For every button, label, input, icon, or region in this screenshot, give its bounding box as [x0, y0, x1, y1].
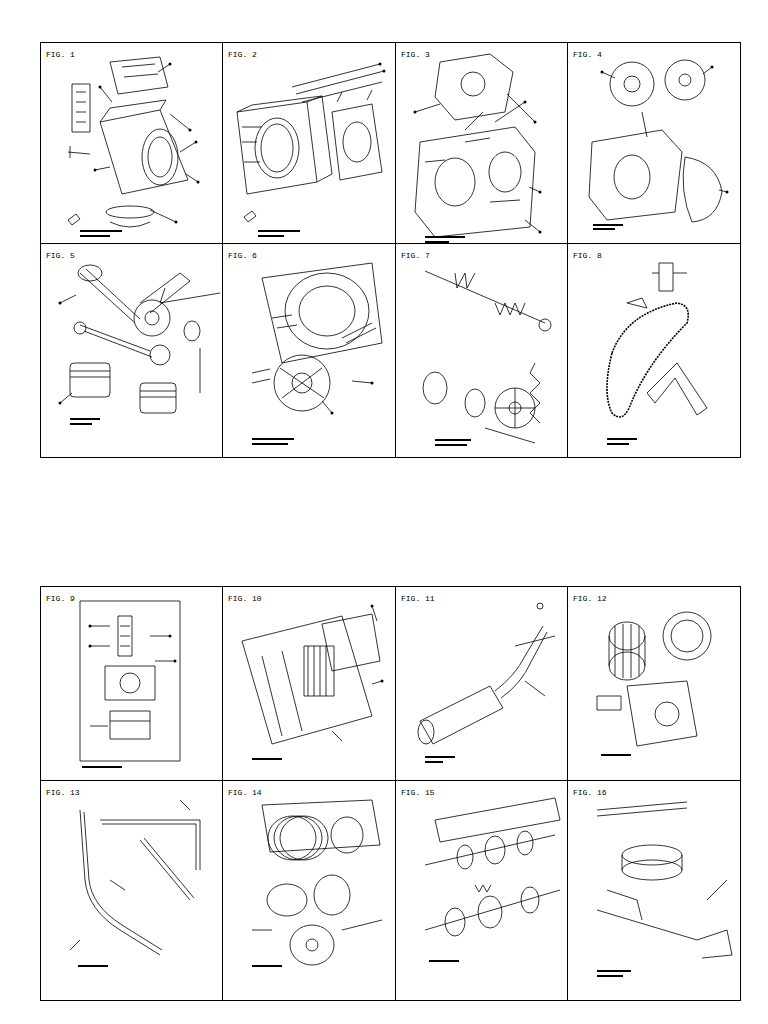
figure-number: FIG. 10 [227, 594, 263, 603]
figure-cell: FIG. 2 [222, 42, 396, 244]
figure-cell: FIG. 16 [567, 780, 741, 1001]
figure-cell: FIG. 10 [222, 586, 396, 781]
figure-cell: FIG. 1 [40, 42, 223, 244]
figure-number: FIG. 3 [400, 50, 431, 59]
hose-view [70, 800, 200, 967]
figure-cell: FIG. 15 [395, 780, 568, 1001]
cam-chain-view [607, 263, 707, 445]
muffler-view [418, 603, 555, 763]
figure-cell: FIG. 14 [222, 780, 396, 1001]
figure-cell: FIG. 12 [567, 586, 741, 781]
crankcase-view [414, 54, 542, 243]
figure-cell: FIG. 6 [222, 243, 396, 458]
figure-number: FIG. 8 [572, 251, 603, 260]
figure-number: FIG. 2 [227, 50, 258, 59]
crankshaft-piston-view [59, 265, 221, 425]
figure-cell: FIG. 7 [395, 243, 568, 458]
figure-cell: FIG. 9 [40, 586, 223, 781]
cylinder-view [237, 63, 386, 238]
figure-cell: FIG. 4 [567, 42, 741, 244]
figure-cell: FIG. 13 [40, 780, 223, 1001]
clutch-view [252, 800, 382, 967]
magneto-view [252, 263, 382, 445]
figure-number: FIG. 16 [572, 788, 608, 797]
camshaft-valve-view [423, 271, 551, 446]
figure-number: FIG. 11 [400, 594, 436, 603]
gearshift-kick-view [597, 802, 732, 977]
figure-number: FIG. 4 [572, 50, 603, 59]
cylinder-head-view [68, 57, 200, 237]
figure-number: FIG. 13 [45, 788, 81, 797]
figure-cell: FIG. 8 [567, 243, 741, 458]
carburetor-view [80, 601, 180, 768]
transmission-view [425, 798, 560, 962]
figure-number: FIG. 7 [400, 251, 431, 260]
oil-filter-view [597, 612, 711, 756]
figure-number: FIG. 9 [45, 594, 76, 603]
side-cover-view [589, 60, 729, 230]
figure-cell: FIG. 11 [395, 586, 568, 781]
figure-number: FIG. 6 [227, 251, 258, 260]
figure-number: FIG. 12 [572, 594, 608, 603]
figure-cell: FIG. 3 [395, 42, 568, 244]
figure-number: FIG. 5 [45, 251, 76, 260]
air-cleaner-view [242, 605, 384, 761]
figure-number: FIG. 1 [45, 50, 76, 59]
figure-number: FIG. 14 [227, 788, 263, 797]
figure-cell: FIG. 5 [40, 243, 223, 458]
figure-number: FIG. 15 [400, 788, 436, 797]
